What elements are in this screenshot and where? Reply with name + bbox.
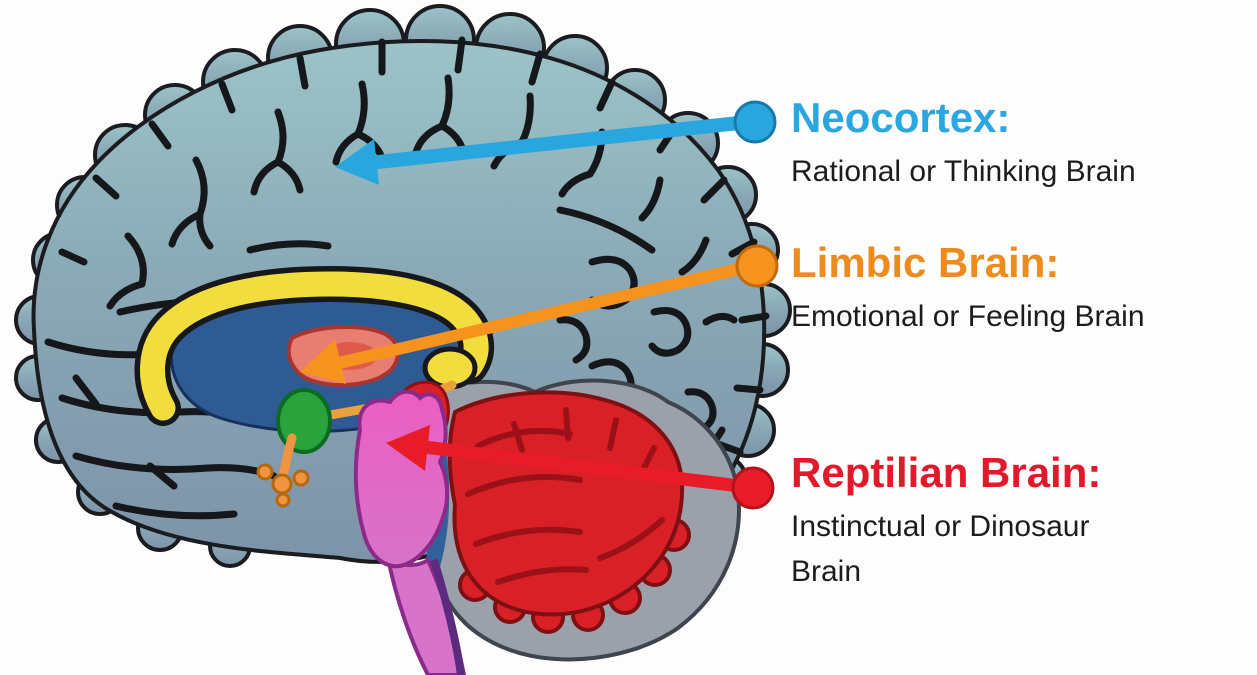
limbic-callout: Limbic Brain: Emotional or Feeling Brain: [791, 239, 1145, 339]
reptilian-description: Instinctual or Dinosaur Brain: [791, 510, 1090, 589]
spinal-stripe: [430, 558, 465, 675]
neocortex-title: Neocortex:: [791, 94, 1011, 141]
reptilian-callout: Reptilian Brain: Instinctual or Dinosaur…: [791, 449, 1191, 594]
reptilian-pointer: [386, 425, 775, 510]
pons: [353, 389, 449, 569]
neocortex-pointer: [335, 100, 777, 185]
neocortex-callout: Neocortex: Rational or Thinking Brain: [791, 94, 1136, 194]
hypothalamus: [276, 388, 332, 454]
reptilian-title: Reptilian Brain:: [791, 449, 1102, 496]
cerebellum-folia: [465, 407, 665, 585]
neocortex-description: Rational or Thinking Brain: [791, 155, 1136, 189]
limbic-description: Emotional or Feeling Brain: [791, 300, 1145, 334]
reptilian-pointer-dot: [731, 466, 775, 510]
limbic-pointer: [300, 244, 779, 384]
neocortex-pointer-dot: [733, 100, 777, 144]
limbic-pointer-dot: [735, 244, 779, 288]
limbic-title: Limbic Brain:: [791, 239, 1060, 286]
corpus-callosum: [134, 265, 495, 443]
cerebellum: [447, 390, 691, 634]
pituitary-gland: [256, 433, 310, 508]
